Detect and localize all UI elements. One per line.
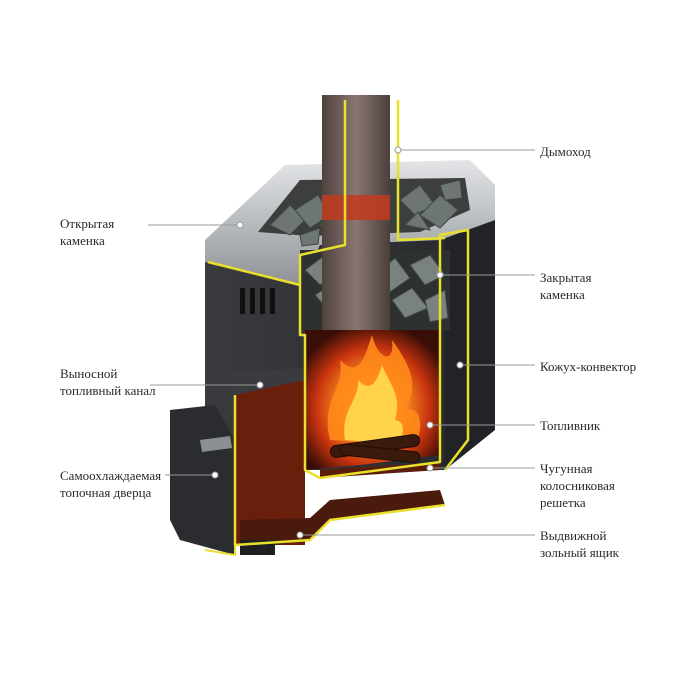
label-firebox: Топливник bbox=[540, 417, 600, 434]
leader-dots bbox=[211, 146, 464, 539]
label-remote-fuel-channel-line-1: Выносной bbox=[60, 366, 118, 381]
label-ash-drawer: Выдвижной зольный ящик bbox=[540, 527, 619, 561]
cutaway-outline bbox=[207, 100, 470, 547]
door-handle bbox=[200, 436, 232, 452]
label-firebox-line-1: Топливник bbox=[540, 418, 601, 433]
label-ash-drawer-line-1: Выдвижной bbox=[540, 528, 607, 543]
label-remote-fuel-channel: Выносной топливный канал bbox=[60, 365, 156, 399]
label-chimney-line-1: Дымоход bbox=[540, 144, 591, 159]
label-remote-fuel-channel-line-2: топливный канал bbox=[60, 383, 156, 398]
label-casing-convector-line-1: Кожух-конвектор bbox=[540, 359, 637, 374]
ash-drawer bbox=[240, 490, 445, 550]
label-open-heater-line-1: Открытая bbox=[60, 216, 115, 231]
label-cast-iron-grate-line-1: Чугунная bbox=[540, 461, 593, 476]
chimney-band bbox=[322, 195, 390, 220]
label-closed-heater: Закрытая каменка bbox=[540, 269, 591, 303]
remote-fuel-channel bbox=[235, 370, 305, 545]
label-closed-heater-line-1: Закрытая bbox=[540, 270, 592, 285]
label-cast-iron-grate-line-2: колосниковая bbox=[540, 478, 615, 493]
label-chimney: Дымоход bbox=[540, 143, 591, 160]
label-ash-drawer-line-2: зольный ящик bbox=[540, 545, 619, 560]
label-open-heater: Открытая каменка bbox=[60, 215, 114, 249]
label-self-cooling-door: Самоохлаждаемая топочная дверца bbox=[60, 467, 161, 501]
label-cast-iron-grate: Чугунная колосниковая решетка bbox=[540, 460, 615, 511]
firebox-door bbox=[170, 405, 235, 555]
vent-slots bbox=[240, 288, 275, 314]
label-cast-iron-grate-line-3: решетка bbox=[540, 495, 586, 510]
label-self-cooling-door-line-1: Самоохлаждаемая bbox=[60, 468, 162, 483]
logs bbox=[329, 434, 421, 464]
label-casing-convector: Кожух-конвектор bbox=[540, 358, 636, 375]
flame-core bbox=[344, 365, 403, 445]
door-outline bbox=[204, 440, 236, 557]
leader-lines bbox=[148, 149, 535, 536]
label-closed-heater-line-2: каменка bbox=[540, 287, 585, 302]
stove-side-panel bbox=[445, 215, 495, 470]
remote-fuel-channel-top bbox=[205, 368, 305, 395]
label-self-cooling-door-line-2: топочная дверца bbox=[60, 485, 152, 500]
label-open-heater-line-2: каменка bbox=[60, 233, 105, 248]
